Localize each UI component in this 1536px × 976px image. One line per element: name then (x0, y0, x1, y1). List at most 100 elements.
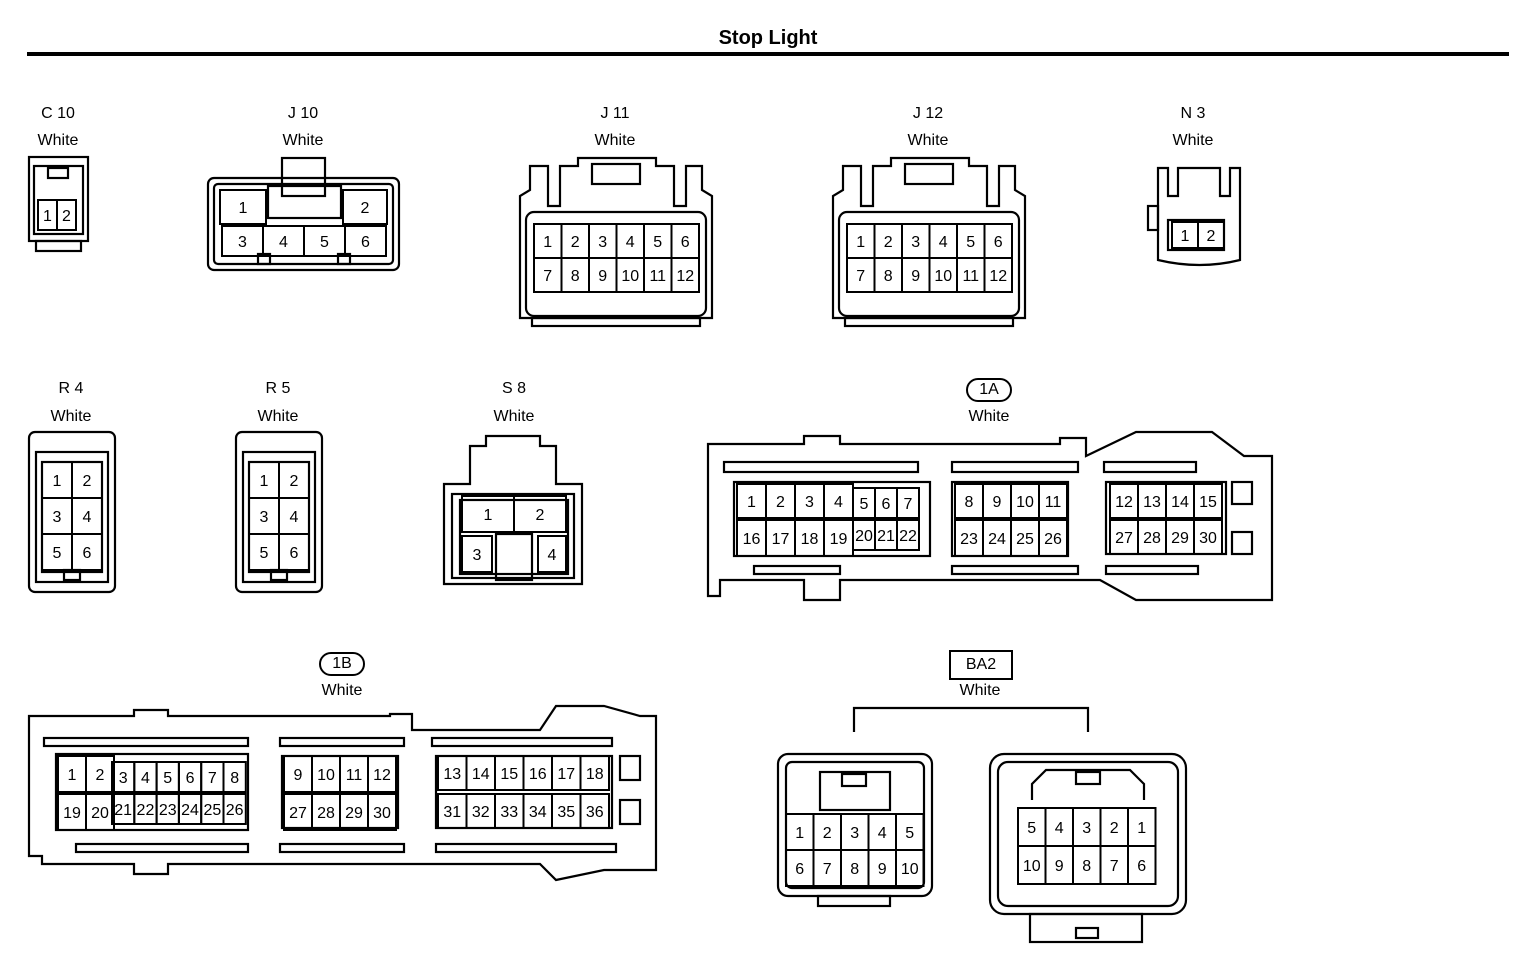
svg-text:5: 5 (320, 234, 329, 251)
j11-pin-11: 11 (643, 257, 673, 293)
svg-text:31: 31 (443, 804, 461, 821)
svg-text:1: 1 (1137, 820, 1146, 837)
j10-pin-5: 5 (303, 225, 346, 257)
svg-text:19: 19 (63, 805, 81, 822)
j10-pin-4: 4 (262, 225, 305, 257)
svg-text:13: 13 (443, 766, 461, 783)
svg-text:9: 9 (878, 861, 887, 878)
page-title: Stop Light (718, 27, 818, 49)
j11-pin-3: 3 (588, 223, 618, 259)
ba2-left-pin-1: 1 (785, 813, 815, 851)
c1b-pin-34: 34 (522, 793, 553, 829)
svg-text:14: 14 (1171, 494, 1189, 511)
c1a-pin-12: 12 (1109, 483, 1139, 519)
title-rule (27, 52, 1509, 56)
svg-text:8: 8 (965, 494, 974, 511)
svg-text:7: 7 (856, 268, 865, 285)
svg-text:29: 29 (345, 805, 363, 822)
svg-text:10: 10 (317, 767, 335, 784)
s8-pin-2: 2 (513, 495, 567, 533)
svg-text:32: 32 (472, 804, 490, 821)
svg-text:27: 27 (1115, 530, 1133, 547)
r5-pin-6: 6 (278, 533, 310, 571)
j10-pin-1: 1 (219, 189, 267, 225)
svg-text:1: 1 (795, 825, 804, 842)
c1a-pin-1: 1 (736, 483, 767, 519)
svg-text:24: 24 (181, 802, 199, 819)
c1b-pin-10: 10 (311, 755, 341, 793)
svg-text:3: 3 (598, 234, 607, 251)
svg-text:5: 5 (653, 234, 662, 251)
ba2-right-pin-10: 10 (1017, 845, 1047, 885)
j10-color: White (282, 132, 324, 149)
svg-text:28: 28 (1143, 530, 1161, 547)
svg-text:25: 25 (203, 802, 221, 819)
svg-text:4: 4 (83, 509, 92, 526)
svg-text:10: 10 (934, 268, 952, 285)
j11-pin-2: 2 (560, 223, 590, 259)
c1a-pin-11: 11 (1038, 483, 1068, 519)
c1b-pin-24: 24 (177, 793, 203, 825)
svg-text:5: 5 (966, 234, 975, 251)
svg-text:7: 7 (823, 861, 832, 878)
svg-text:4: 4 (626, 234, 635, 251)
n3-housing (1146, 166, 1242, 267)
svg-text:12: 12 (989, 268, 1007, 285)
svg-text:8: 8 (571, 268, 580, 285)
ba2-left-pin-3: 3 (840, 813, 870, 851)
c1b-pin-17: 17 (551, 755, 582, 791)
c1b-pin-14: 14 (465, 755, 496, 791)
j12-pin-3: 3 (901, 223, 931, 259)
ba2-code: BA2 (949, 650, 1013, 680)
svg-text:1: 1 (68, 767, 77, 784)
ba2-bracket (852, 706, 1090, 732)
svg-text:11: 11 (649, 268, 666, 285)
r5-pin-5: 5 (248, 533, 280, 571)
c1b-pin-27: 27 (283, 793, 313, 831)
svg-text:5: 5 (163, 770, 172, 787)
c1b-pin-7: 7 (200, 761, 225, 793)
j12-pin-9: 9 (901, 257, 931, 293)
c1b-pin-3: 3 (111, 761, 136, 793)
svg-text:21: 21 (877, 528, 895, 545)
c1a-pin-16: 16 (736, 519, 767, 557)
svg-text:11: 11 (1045, 494, 1062, 511)
svg-text:1: 1 (239, 200, 248, 217)
svg-text:1: 1 (747, 494, 756, 511)
svg-text:3: 3 (473, 547, 482, 564)
ba2-left-pin-7: 7 (812, 849, 842, 887)
svg-text:8: 8 (230, 770, 239, 787)
svg-text:4: 4 (878, 825, 887, 842)
j11-code: J 11 (600, 105, 630, 122)
c1b-pin-26: 26 (222, 793, 247, 825)
c1b-pin-13: 13 (437, 755, 468, 791)
c10-housing (27, 155, 90, 253)
svg-text:18: 18 (801, 531, 819, 548)
ba2-left-pin-4: 4 (867, 813, 897, 851)
c1b-pin-2: 2 (85, 755, 115, 793)
c1a-pin-24: 24 (982, 519, 1012, 557)
svg-text:3: 3 (119, 770, 128, 787)
svg-text:29: 29 (1171, 530, 1189, 547)
n3-color: White (1172, 132, 1214, 149)
ba2-left-pin-8: 8 (840, 849, 870, 887)
c1b-pin-15: 15 (494, 755, 525, 791)
svg-text:2: 2 (96, 767, 105, 784)
j12-pin-12: 12 (983, 257, 1013, 293)
svg-text:4: 4 (834, 494, 843, 511)
ba2-right-pin-8: 8 (1072, 845, 1102, 885)
r5-pin-1: 1 (248, 461, 280, 499)
svg-text:1: 1 (43, 208, 52, 225)
ba2-right-pin-4: 4 (1044, 807, 1074, 847)
c1a-pin-8: 8 (954, 483, 984, 519)
j11-color: White (594, 132, 636, 149)
svg-text:16: 16 (529, 766, 547, 783)
c1a-pin-15: 15 (1193, 483, 1223, 519)
j12-pin-1: 1 (846, 223, 876, 259)
j11-pin-7: 7 (533, 257, 563, 293)
j12-pin-6: 6 (983, 223, 1013, 259)
svg-text:13: 13 (1143, 494, 1161, 511)
c1a-pin-23: 23 (954, 519, 984, 557)
svg-text:16: 16 (743, 531, 761, 548)
